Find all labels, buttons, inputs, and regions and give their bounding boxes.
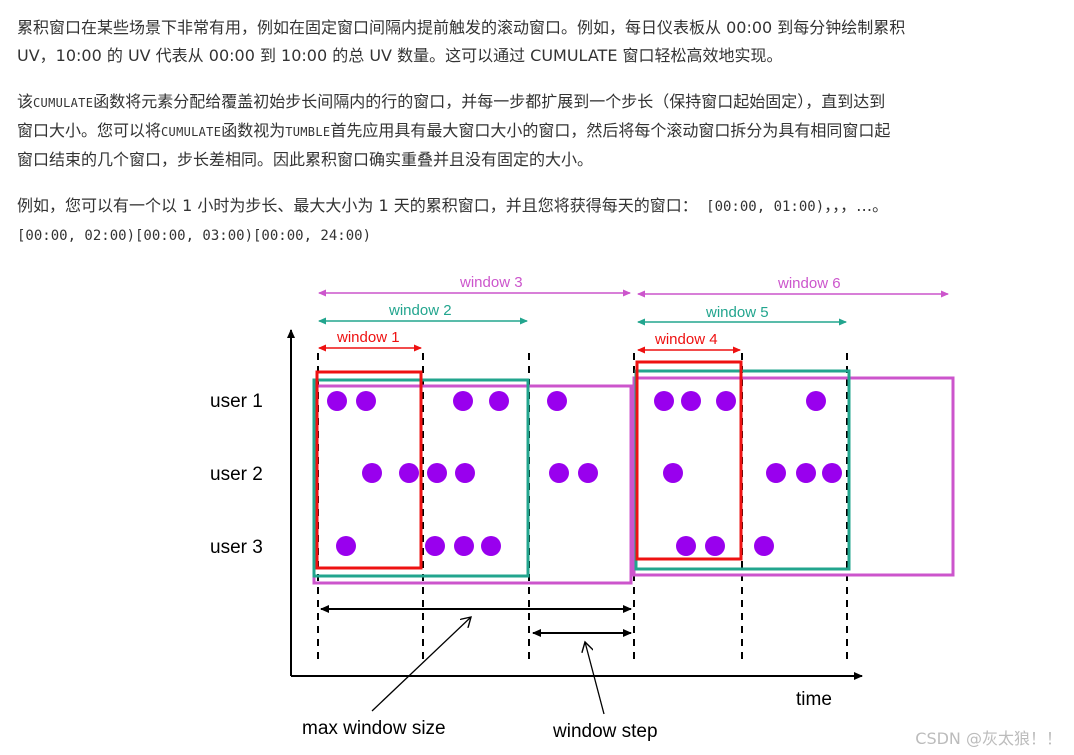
user-2-label: user 2 (210, 464, 263, 485)
event-dot (425, 536, 445, 556)
csdn-watermark: CSDN @灰太狼！！ (915, 729, 1062, 748)
window-3-box (312, 384, 633, 585)
event-dot (796, 463, 816, 483)
event-dot (399, 463, 419, 483)
time-axis-label: time (796, 689, 832, 710)
paragraph-cumulate-intro: 累积窗口在某些场景下非常有用，例如在固定窗口间隔内提前触发的滚动窗口。例如，每日… (17, 14, 1074, 70)
text-fragment: 首先应用具有最大窗口大小的窗口，然后将每个滚动窗口拆分为具有相同窗口起 (330, 121, 891, 140)
inline-code: [00:00, 01:00) (697, 199, 825, 215)
event-dot (654, 391, 674, 411)
inline-code: [00:00, 02:00)[00:00, 03:00)[00:00, 24:0… (17, 228, 372, 244)
event-dot (705, 536, 725, 556)
event-dot (578, 463, 598, 483)
events (327, 391, 842, 556)
event-dot (489, 391, 509, 411)
event-dot (427, 463, 447, 483)
paragraph-line: [00:00, 02:00)[00:00, 03:00)[00:00, 24:0… (17, 221, 1074, 250)
window-6-box (632, 376, 955, 577)
event-dot (716, 391, 736, 411)
paragraph-line: 窗口结束的几个窗口，步长差相同。因此累积窗口确实重叠并且没有固定的大小。 (17, 150, 594, 169)
window-2-label: window 2 (388, 302, 452, 319)
text-fragment: ，，，…。 (824, 196, 889, 215)
event-dot (681, 391, 701, 411)
max-window-size-label: max window size (302, 718, 446, 739)
event-dot (806, 391, 826, 411)
event-dot (362, 463, 382, 483)
window-step-pointer (585, 642, 605, 715)
paragraph-line: 例如，您可以有一个以 1 小时为步长、最大大小为 1 天的累积窗口，并且您将获得… (17, 192, 1074, 221)
event-dot (481, 536, 501, 556)
user-1-label: user 1 (210, 391, 263, 412)
window-1-label: window 1 (336, 329, 400, 346)
paragraph-line: 该CUMULATE函数将元素分配给覆盖初始步长间隔内的行的窗口，并每一步都扩展到… (17, 88, 1074, 117)
event-dot (327, 391, 347, 411)
paragraph-line: 窗口大小。您可以将CUMULATE函数视为TUMBLE首先应用具有最大窗口大小的… (17, 117, 1074, 146)
user-labels: user 1 user 2 user 3 (210, 391, 263, 558)
event-dot (822, 463, 842, 483)
paragraph-line: 累积窗口在某些场景下非常有用，例如在固定窗口间隔内提前触发的滚动窗口。例如，每日… (17, 18, 906, 37)
window-1-box (315, 370, 423, 570)
event-dot (455, 463, 475, 483)
window-boxes (312, 360, 955, 585)
inline-code: CUMULATE (33, 96, 94, 110)
window-5-label: window 5 (705, 304, 769, 321)
event-dot (754, 536, 774, 556)
inline-code: TUMBLE (285, 125, 331, 139)
event-dot (453, 391, 473, 411)
paragraph-line: UV，10:00 的 UV 代表从 00:00 到 10:00 的总 UV 数量… (17, 46, 783, 65)
event-dot (766, 463, 786, 483)
window-4-box (635, 360, 743, 561)
event-dot (663, 463, 683, 483)
text-fragment: 例如，您可以有一个以 1 小时为步长、最大大小为 1 天的累积窗口，并且您将获得… (17, 196, 698, 215)
event-dot (676, 536, 696, 556)
user-3-label: user 3 (210, 537, 263, 558)
max-window-size-pointer (371, 617, 471, 712)
window-labels: window 3 window 2 window 1 window 6 wind… (318, 274, 949, 354)
window-3-label: window 3 (459, 274, 523, 291)
text-fragment: 该 (17, 92, 34, 111)
event-dot (356, 391, 376, 411)
event-dot (549, 463, 569, 483)
text-fragment: 窗口大小。您可以将 (17, 121, 162, 140)
event-dot (454, 536, 474, 556)
paragraph-cumulate-function: 该CUMULATE函数将元素分配给覆盖初始步长间隔内的行的窗口，并每一步都扩展到… (17, 88, 1074, 174)
text-fragment: 函数视为 (221, 121, 286, 140)
event-dot (547, 391, 567, 411)
inline-code: CUMULATE (161, 125, 222, 139)
text-fragment: 函数将元素分配给覆盖初始步长间隔内的行的窗口，并每一步都扩展到一个步长（保持窗口… (93, 92, 886, 111)
window-6-label: window 6 (777, 275, 841, 292)
step-markers (317, 353, 848, 660)
paragraph-cumulate-example: 例如，您可以有一个以 1 小时为步长、最大大小为 1 天的累积窗口，并且您将获得… (17, 192, 1074, 250)
window-step-label: window step (552, 721, 658, 742)
window-4-label: window 4 (654, 331, 718, 348)
event-dot (336, 536, 356, 556)
